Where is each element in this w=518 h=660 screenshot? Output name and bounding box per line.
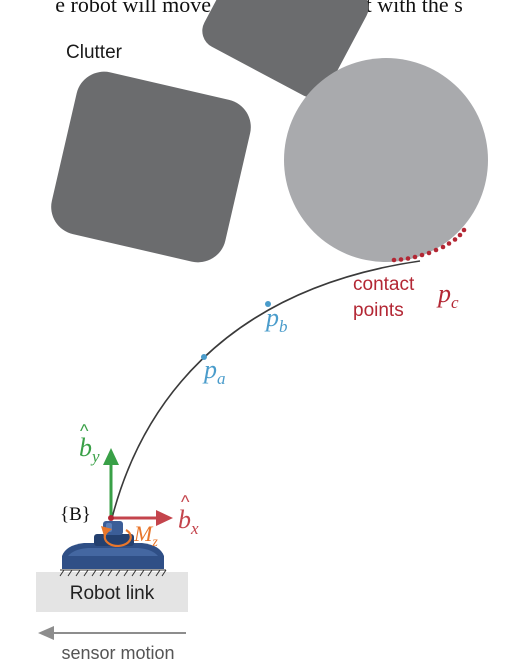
contact-point-dots (391, 227, 467, 263)
point-pb-label: pb (264, 303, 288, 336)
clutter-obstacle-circle (284, 58, 488, 262)
clutter-obstacle-triangle (202, 0, 369, 98)
moment-arrow (103, 529, 132, 548)
point-pc-label: pc (436, 279, 459, 312)
sensor-collar (94, 534, 134, 546)
tactile-sensor (62, 521, 164, 569)
clutter-label: Clutter (66, 42, 123, 63)
clutter-obstacles (51, 0, 488, 263)
moment-label: Mz (133, 521, 158, 550)
robot-link (36, 572, 188, 612)
axis-bx-head (156, 510, 173, 526)
frame-label: {B} (60, 504, 91, 525)
axis-bx-hat: ^ (181, 492, 190, 512)
axis-by-head (103, 448, 119, 465)
contact-points-label-line1: contact (353, 274, 415, 295)
point-pb-dot (265, 301, 271, 307)
contact-points-label-line2: points (353, 300, 404, 321)
axis-by-hat: ^ (80, 421, 89, 441)
robot-link-label: Robot link (70, 583, 155, 604)
mount-hatching (59, 569, 167, 577)
moment-arrow-head (101, 526, 112, 536)
point-pa-dot (201, 354, 207, 360)
sensor-trajectory (111, 260, 421, 519)
axis-by-label: by (79, 433, 100, 466)
clutter-obstacle-square (51, 71, 251, 263)
point-pa-label: pa (202, 355, 226, 388)
sensor-motion-label: sensor motion (61, 643, 174, 660)
sensor-motion-arrow-head (38, 626, 54, 640)
axis-bx-label: bx (178, 505, 199, 538)
frame-origin (108, 515, 114, 521)
